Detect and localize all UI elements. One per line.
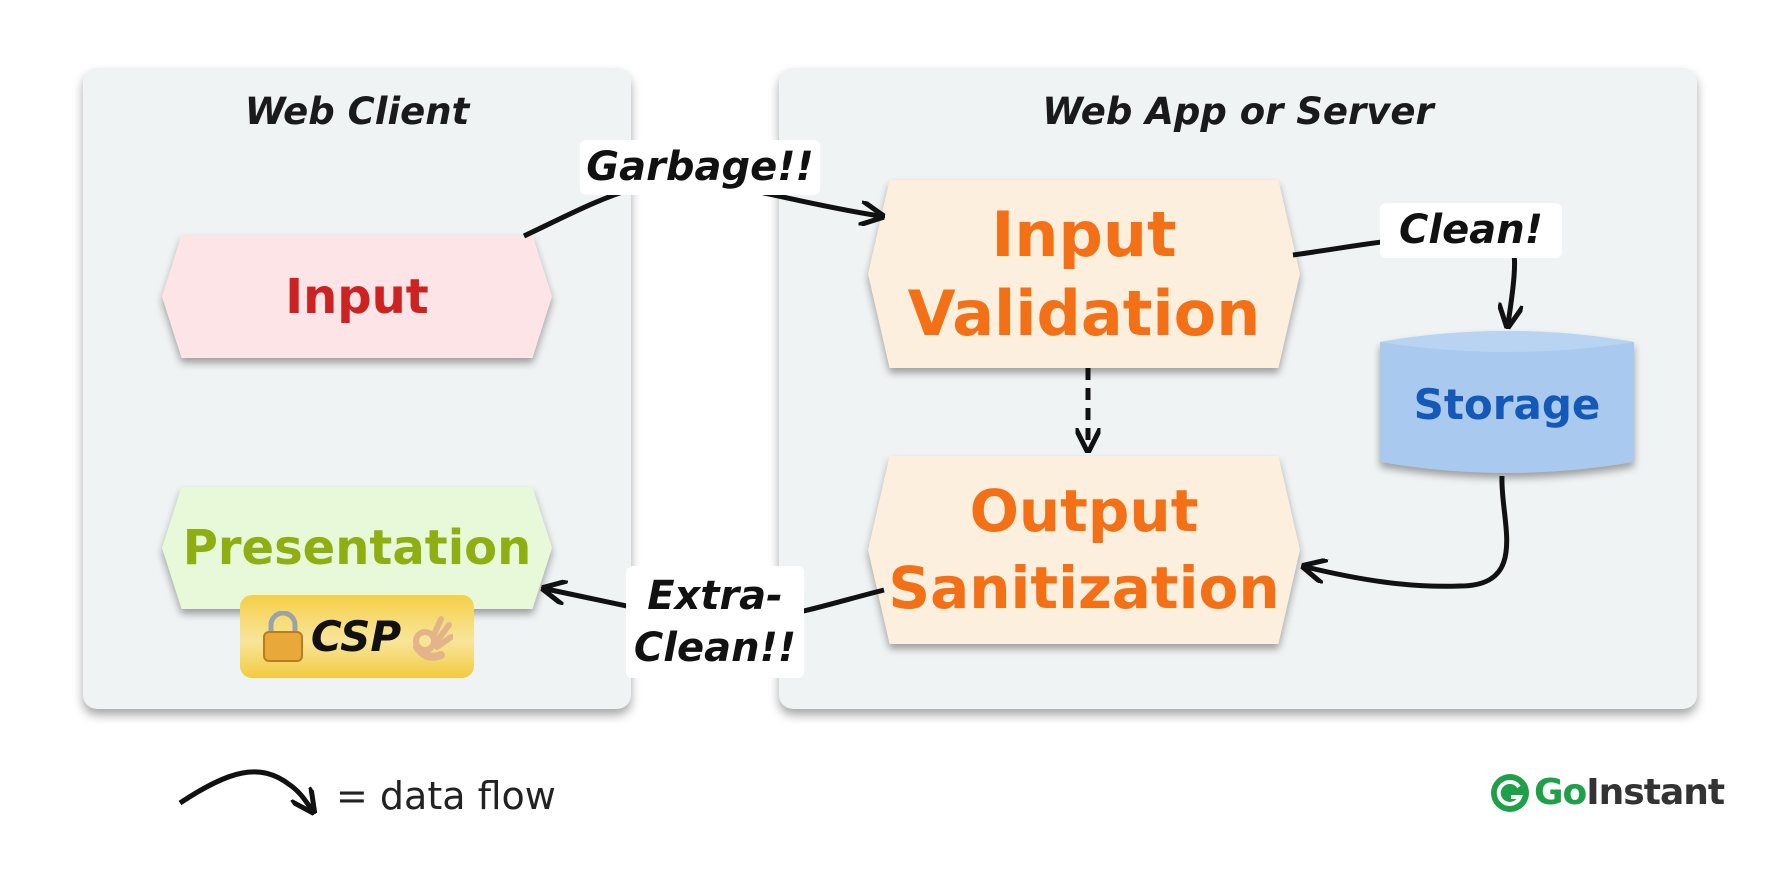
legend-label: = data flow — [336, 774, 556, 818]
output-sanitization-node: Output Sanitization — [868, 456, 1300, 644]
goinstant-logo: GoInstant — [1490, 772, 1725, 813]
presentation-node: Presentation — [162, 487, 552, 609]
web-server-title: Web App or Server — [1042, 90, 1434, 133]
csp-badge: CSP — [240, 595, 474, 678]
extra-clean-label: Extra- Clean!! — [626, 566, 804, 678]
goinstant-logo-text: GoInstant — [1534, 772, 1725, 813]
ok-hand-icon — [413, 615, 454, 661]
arrow-storage-out — [1306, 475, 1510, 589]
goinstant-logo-icon — [1491, 773, 1529, 812]
csp-label: CSP — [310, 612, 402, 661]
extra-clean-line-2: Clean!! — [633, 625, 797, 671]
input-validation-line-2: Validation — [907, 277, 1261, 350]
lock-icon — [262, 610, 303, 662]
input-validation-node: Input Validation — [868, 180, 1300, 368]
storage-node — [1380, 331, 1634, 473]
legend-arrow — [178, 769, 312, 810]
web-client-title: Web Client — [244, 90, 470, 133]
logo-prefix: Go — [1534, 772, 1587, 813]
logo-suffix: Instant — [1586, 772, 1725, 813]
extra-clean-line-1: Extra- — [647, 573, 783, 619]
clean-label: Clean! — [1380, 203, 1562, 258]
storage-label: Storage — [1413, 380, 1601, 429]
input-node: Input — [162, 235, 552, 358]
output-sanitization-line-2: Sanitization — [888, 554, 1280, 622]
output-sanitization-line-1: Output — [969, 477, 1199, 546]
garbage-label: Garbage!! — [580, 140, 820, 195]
input-validation-line-1: Input — [991, 197, 1177, 271]
